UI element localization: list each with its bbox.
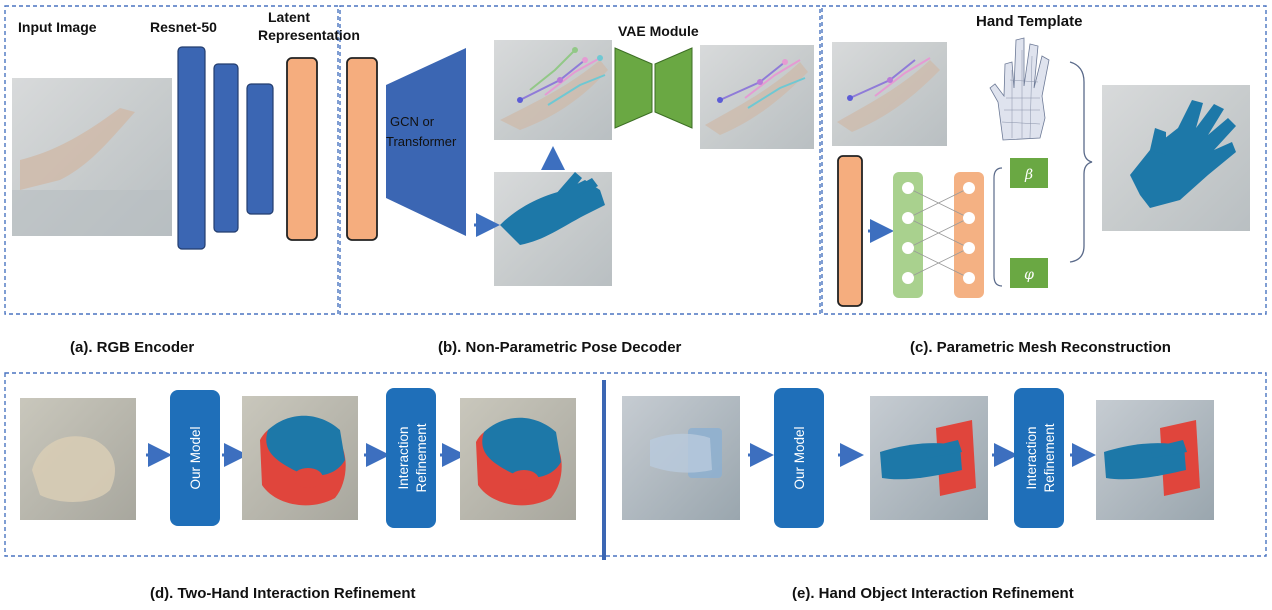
latent-block-b bbox=[346, 57, 378, 241]
latent-label-2: Representation bbox=[258, 27, 360, 43]
caption-e: (e). Hand Object Interaction Refinement bbox=[792, 585, 1074, 602]
pose-image-3 bbox=[832, 42, 947, 146]
two-hand-mesh-image-2 bbox=[460, 398, 576, 520]
hand-object-mesh-image-1 bbox=[870, 396, 988, 520]
latent-block bbox=[286, 57, 318, 241]
two-hand-mesh-image-1 bbox=[242, 396, 358, 520]
caption-b: (b). Non-Parametric Pose Decoder bbox=[438, 339, 682, 356]
mlp-network bbox=[893, 172, 984, 298]
hand-template-icon bbox=[989, 37, 1050, 141]
hand-object-input-image bbox=[622, 396, 740, 520]
input-image-label: Input Image bbox=[18, 19, 97, 35]
two-hand-input-image bbox=[20, 398, 136, 520]
input-image bbox=[12, 78, 172, 236]
bracket-icon bbox=[1069, 61, 1093, 263]
beta-label: β bbox=[1024, 167, 1033, 183]
refinement-box-d bbox=[386, 388, 436, 528]
gcn-label-2: Transformer bbox=[386, 134, 457, 149]
refinement-label-d-2: Refinement bbox=[414, 423, 429, 492]
hand-template-label: Hand Template bbox=[976, 13, 1082, 30]
refinement-label-e-2: Refinement bbox=[1042, 423, 1057, 492]
vae-label: VAE Module bbox=[618, 23, 699, 39]
caption-c: (c). Parametric Mesh Reconstruction bbox=[910, 339, 1171, 356]
latent-block-c bbox=[837, 155, 863, 307]
caption-a: (a). RGB Encoder bbox=[70, 339, 194, 356]
resnet-block-1 bbox=[177, 46, 206, 250]
gcn-label-1: GCN or bbox=[390, 114, 435, 129]
panel-c-border bbox=[821, 5, 1267, 315]
latent-label-1: Latent bbox=[268, 9, 310, 25]
refinement-label-d-1: Interaction bbox=[396, 426, 411, 489]
refinement-box-e bbox=[1014, 388, 1064, 528]
resnet-block-2 bbox=[213, 63, 239, 233]
refinement-label-e-1: Interaction bbox=[1024, 426, 1039, 489]
bracket-icon bbox=[993, 167, 1003, 287]
resnet-label: Resnet-50 bbox=[150, 19, 217, 35]
beta-box bbox=[1010, 158, 1048, 188]
resnet-block-3 bbox=[246, 83, 274, 215]
panel-de-border bbox=[4, 372, 1267, 557]
pose-image-2 bbox=[700, 45, 814, 149]
final-mesh-image bbox=[1102, 85, 1250, 231]
our-model-label-d: Our Model bbox=[188, 426, 203, 489]
caption-d: (d). Two-Hand Interaction Refinement bbox=[150, 585, 416, 602]
vae-module bbox=[614, 47, 693, 129]
pose-image-1 bbox=[494, 40, 612, 140]
hand-object-mesh-image-2 bbox=[1096, 400, 1214, 520]
phi-box bbox=[1010, 258, 1048, 288]
our-model-box-e bbox=[774, 388, 824, 528]
panel-a-border bbox=[4, 5, 339, 315]
gcn-transformer-block: GCN or Transformer bbox=[386, 48, 466, 236]
panel-b-border bbox=[339, 5, 821, 315]
mesh-image-1 bbox=[494, 172, 612, 286]
our-model-box-d bbox=[170, 390, 220, 526]
phi-label: φ bbox=[1024, 267, 1034, 283]
our-model-label-e: Our Model bbox=[792, 426, 807, 489]
